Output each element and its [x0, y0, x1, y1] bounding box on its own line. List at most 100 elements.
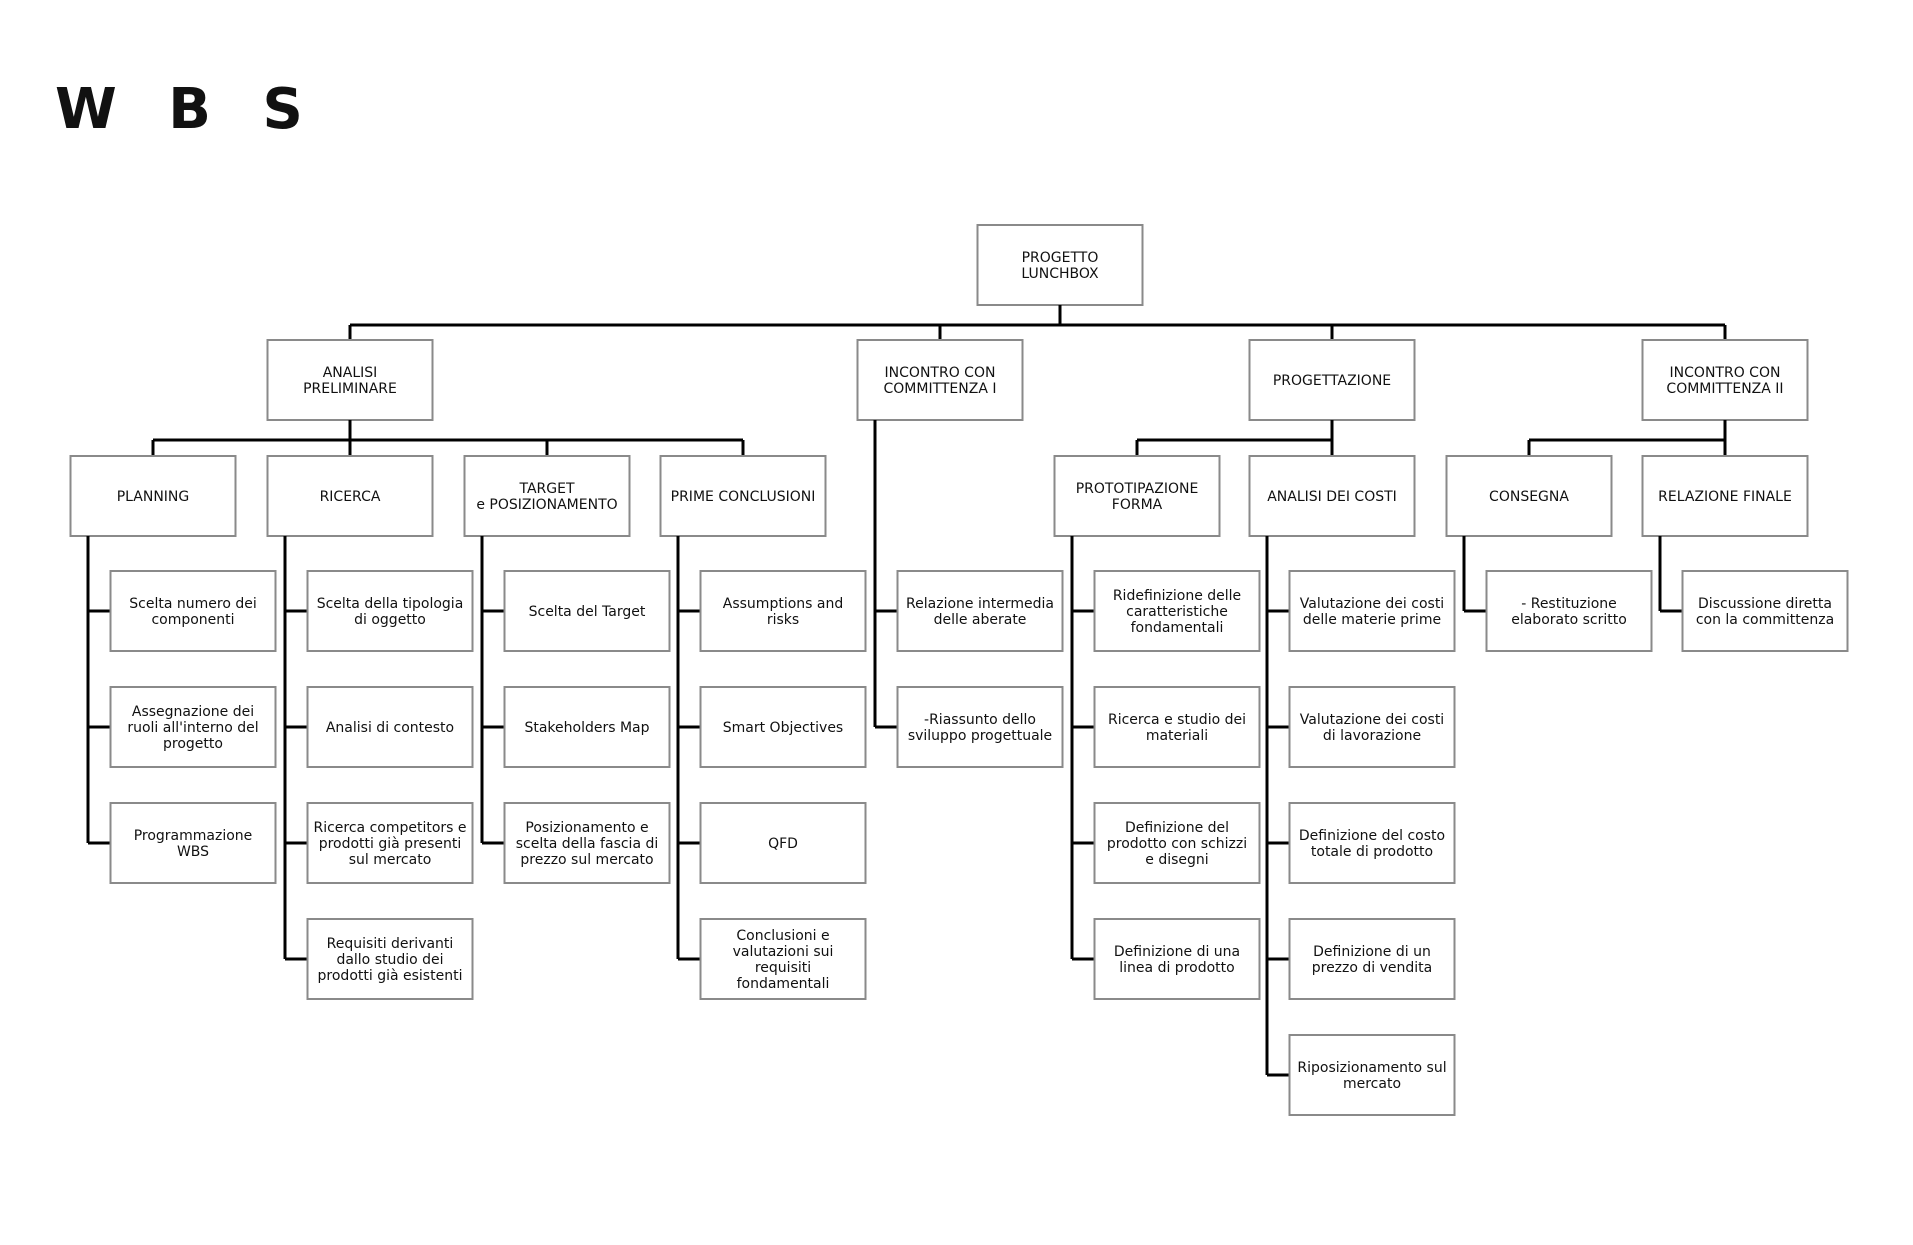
task-box-label: Scelta del Target [529, 604, 646, 620]
phase-box-frame [1248, 339, 1416, 421]
phase-box: PROGETTAZIONE [1248, 339, 1416, 421]
task-box-frame [109, 686, 277, 768]
phase-box-frame [1641, 339, 1809, 421]
group-box-frame [463, 455, 631, 537]
group-box: ANALISI DEI COSTI [1248, 455, 1416, 537]
group-box: RELAZIONE FINALE [1641, 455, 1809, 537]
task-box-frame [1288, 1034, 1456, 1116]
task-box-frame [503, 570, 671, 652]
group-box-frame [1445, 455, 1613, 537]
task-box-label: Stakeholders Map [524, 720, 649, 736]
task-box: Stakeholders Map [503, 686, 671, 768]
group-box-frame [659, 455, 827, 537]
group-box-frame [69, 455, 237, 537]
task-box-frame [699, 686, 867, 768]
task-box-frame [1485, 570, 1653, 652]
task-box-frame [1093, 570, 1261, 652]
task-box-label: Smart Objectives [723, 720, 843, 736]
task-box-frame [1093, 802, 1261, 884]
task-box-label: Analisi di contesto [326, 720, 454, 736]
task-box-frame [896, 570, 1064, 652]
task-box-frame [306, 686, 474, 768]
task-box-frame [109, 570, 277, 652]
group-box-label: ANALISI DEI COSTI [1267, 489, 1397, 505]
task-box-frame [503, 802, 671, 884]
group-box: PLANNING [69, 455, 237, 537]
task-box: Scelta del Target [503, 570, 671, 652]
task-box-frame [306, 802, 474, 884]
task-box-frame [699, 918, 867, 1000]
root-box-frame [976, 224, 1144, 306]
task-box-frame [699, 570, 867, 652]
group-box: RICERCA [266, 455, 434, 537]
page-title: W B S [55, 77, 319, 142]
task-box-frame [1288, 802, 1456, 884]
group-box: PRIME CONCLUSIONI [659, 455, 827, 537]
task-box-frame [896, 686, 1064, 768]
group-box-frame [266, 455, 434, 537]
phase-box-frame [266, 339, 434, 421]
task-box-frame [1288, 570, 1456, 652]
group-box-frame [1641, 455, 1809, 537]
phase-box-frame [856, 339, 1024, 421]
group-box-label: RICERCA [320, 489, 381, 505]
phase-box-label: PROGETTAZIONE [1273, 373, 1391, 389]
group-box: CONSEGNA [1445, 455, 1613, 537]
task-box-label: QFD [768, 836, 798, 852]
task-box-frame [1093, 918, 1261, 1000]
group-box-frame [1053, 455, 1221, 537]
task-box-frame [306, 918, 474, 1000]
task-box-frame [109, 802, 277, 884]
task-box-frame [306, 570, 474, 652]
group-box-label: CONSEGNA [1489, 489, 1569, 505]
group-box-frame [1248, 455, 1416, 537]
task-box: QFD [699, 802, 867, 884]
task-box-frame [1288, 686, 1456, 768]
group-box-label: RELAZIONE FINALE [1658, 489, 1792, 505]
